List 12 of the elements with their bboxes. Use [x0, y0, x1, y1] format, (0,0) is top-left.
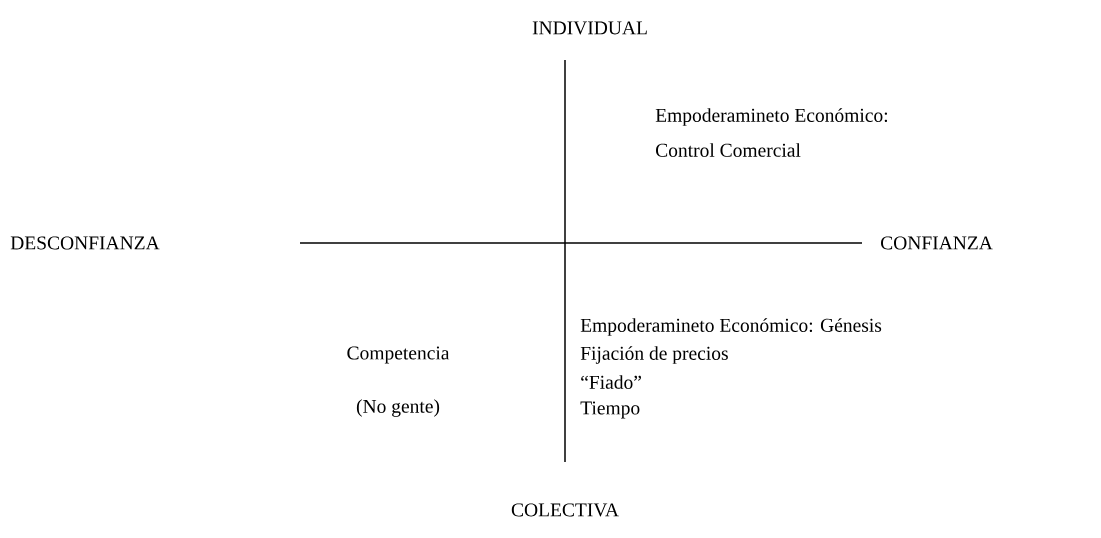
axis-label: COLECTIVA	[511, 503, 619, 517]
axis-label: Fijación de precios	[580, 346, 728, 364]
axis-label: INDIVIDUAL	[532, 21, 647, 35]
axis-label: CONFIANZA	[881, 236, 993, 250]
axis-label: Control Comercial	[656, 143, 801, 157]
axis-label: (No gente)	[356, 399, 440, 417]
axis-label: Tiempo	[580, 401, 640, 419]
axis-label: “Fiado”	[581, 375, 641, 389]
axis-label: Empoderamineto Económico: Génesis	[580, 318, 882, 336]
axis-label: DESCONFIANZA	[10, 236, 160, 250]
axis-label: Empoderamineto Económico:	[655, 108, 888, 126]
axis-label: Competencia	[347, 346, 450, 364]
